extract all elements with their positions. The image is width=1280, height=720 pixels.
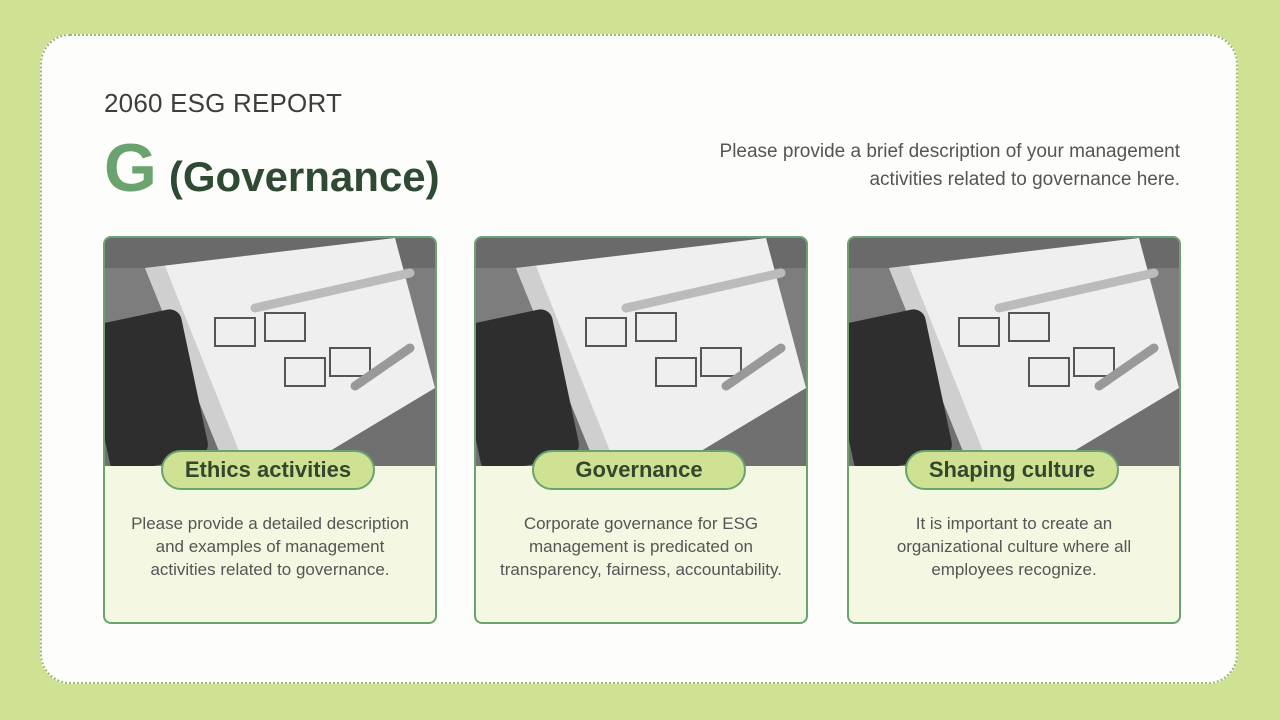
title-letter: G [104,130,157,206]
notebook-photo [476,238,806,466]
title-word: (Governance) [168,153,440,200]
card-governance: Governance Corporate governance for ESG … [474,236,808,624]
page-title: G (Governance) [104,134,440,202]
header-description: Please provide a brief description of yo… [719,141,1180,190]
notebook-photo [849,238,1179,466]
report-label: 2060 ESG REPORT [104,88,343,118]
card-label-pill: Governance [532,450,746,490]
card-shaping-culture: Shaping culture It is important to creat… [847,236,1181,624]
card-ethics-activities: Ethics activities Please provide a detai… [103,236,437,624]
card-label-pill: Shaping culture [905,450,1119,490]
card-description: Please provide a detailed description an… [131,514,409,579]
card-description: Corporate governance for ESG management … [500,514,782,579]
notebook-photo [105,238,435,466]
card-description: It is important to create an organizatio… [896,514,1132,579]
card-label-pill: Ethics activities [161,450,375,490]
